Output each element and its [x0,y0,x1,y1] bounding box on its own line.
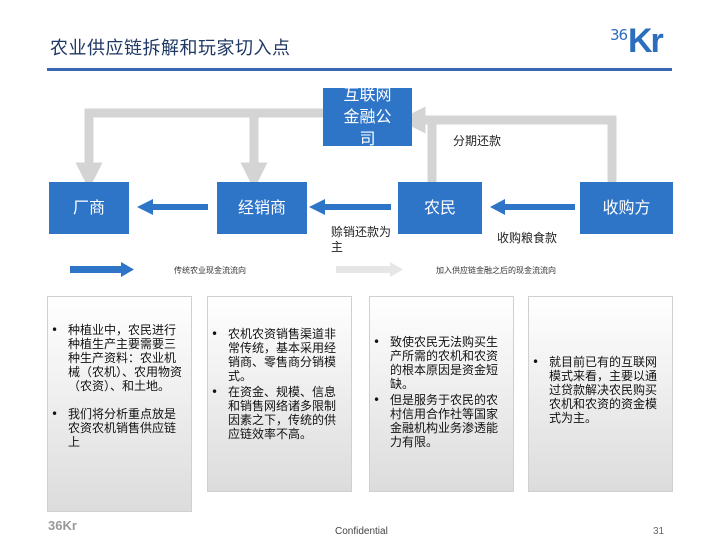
footer-logo: 36Kr [48,518,77,533]
footer-confidential: Confidential [335,526,388,537]
page-title: 农业供应链拆解和玩家切入点 [50,38,291,59]
panel-item: 致使农民无法购买生产所需的农机和农资的根本原因是资金短缺。 [370,335,505,391]
connector-farmer-to-fintech [398,106,437,186]
title-divider [47,68,672,71]
panel-distribution: 农机农资销售渠道非常传统，基本采用经销商、零售商分销模式。 在资金、规模、信息和… [207,296,352,492]
legend-arrow-traditional [70,262,134,277]
panel-internet-model: 就目前已有的互联网模式来看，主要以通过贷款解决农民购买农机和农资的资金模式为主。 [528,296,673,492]
label-grain-payment: 收购粮食款 [497,231,558,245]
node-manufacturer: 厂商 [49,182,129,234]
node-fintech: 互联网金融公司 [323,85,412,148]
panel-item: 我们将分析重点放是农资农机销售供应链上 [48,407,183,449]
label-installment: 分期还款 [453,134,502,148]
footer-page-number: 31 [653,526,665,537]
panel-item: 但是服务于农民的农村信用合作社等国家金融机构业务渗透能力有限。 [370,393,505,449]
panel-farmer-funding: 致使农民无法购买生产所需的农机和农资的根本原因是资金短缺。 但是服务于农民的农村… [369,296,514,492]
arrow-distributor-to-manufacturer [137,199,208,215]
connector-buyer-to-fintech [432,115,617,182]
legend-with-finance: 加入供应链金融之后的现金流流向 [436,266,556,275]
panel-production: 种植业中，农民进行种植生产主要需要三种生产资料：农业机械（农机）、农用物资（农资… [47,296,192,512]
legend-traditional: 传统农业现金流流向 [174,266,246,275]
node-farmer: 农民 [398,182,482,234]
logo-letters: Kr [628,22,664,60]
panel-item: 在资金、规模、信息和销售网络诸多限制因素之下，传统的供应链效率不高。 [208,385,343,441]
panel-item: 就目前已有的互联网模式来看，主要以通过贷款解决农民购买农机和农资的资金模式为主。 [529,355,664,425]
panel-item: 农机农资销售渠道非常传统，基本采用经销商、零售商分销模式。 [208,327,343,383]
arrow-buyer-to-farmer [490,199,575,215]
arrow-farmer-to-distributor [309,199,391,215]
brand-logo: 36 Kr [610,22,672,64]
node-distributor: 经销商 [217,182,307,234]
logo-digits: 36 [610,26,628,44]
panel-item: 种植业中，农民进行种植生产主要需要三种生产资料：农业机械（农机）、农用物资（农资… [48,323,183,393]
legend-arrow-with-finance [336,262,403,277]
connector-fintech-to-manufacturer [75,108,323,190]
node-buyer: 收购方 [580,182,673,234]
label-credit-repay: 赊销还款为主 [331,225,392,254]
